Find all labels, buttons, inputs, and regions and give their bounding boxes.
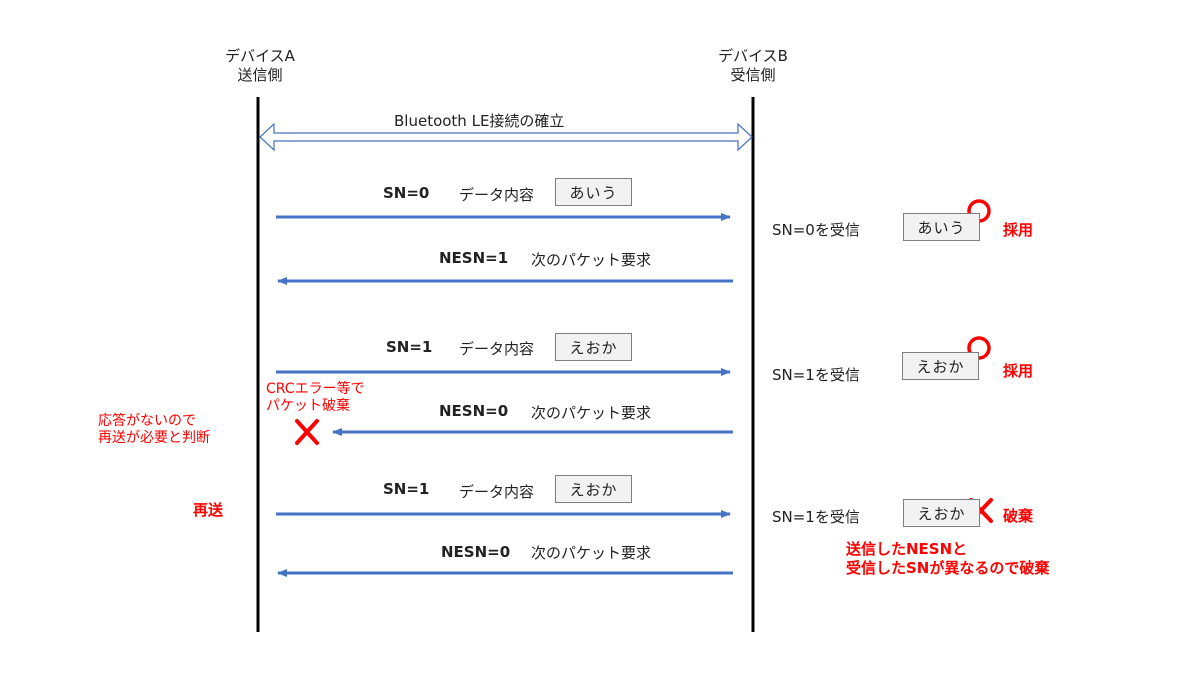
payload-box-1: あいう xyxy=(555,178,632,206)
no-response-note: 応答がないので 再送が必要と判断 xyxy=(98,413,210,447)
no-response-line-1: 応答がないので xyxy=(98,413,196,429)
received-label-3: SN=1を受信 xyxy=(772,508,860,526)
data-label-2: データ内容 xyxy=(459,340,535,358)
crc-error-line-2: パケット破棄 xyxy=(266,398,350,414)
crc-error-line-1: CRCエラー等で xyxy=(266,381,365,397)
received-payload-box-1: あいう xyxy=(903,213,980,241)
result-label-1: 採用 xyxy=(1003,221,1034,239)
crc-error-note: CRCエラー等で パケット破棄 xyxy=(266,381,365,415)
response-text-1: 次のパケット要求 xyxy=(531,251,652,269)
connection-label: Bluetooth LE接続の確立 xyxy=(394,112,565,130)
device-a-role: 送信側 xyxy=(237,66,283,84)
device-b-name: デバイスB xyxy=(718,47,788,65)
received-label-2: SN=1を受信 xyxy=(772,366,860,384)
nesn-label-2: NESN=0 xyxy=(439,402,509,420)
response-text-3: 次のパケット要求 xyxy=(531,544,652,562)
sn-label-2: SN=1 xyxy=(386,338,433,356)
sn-label-3: SN=1 xyxy=(383,480,430,498)
nesn-label-3: NESN=0 xyxy=(441,543,511,561)
device-a-name: デバイスA xyxy=(225,47,295,65)
result-label-3: 破棄 xyxy=(1003,507,1034,525)
received-label-1: SN=0を受信 xyxy=(772,221,860,239)
resend-label: 再送 xyxy=(193,501,224,519)
no-response-line-2: 再送が必要と判断 xyxy=(98,430,210,446)
discard-reason-note: 送信したNESNと 受信したSNが異なるので破棄 xyxy=(846,540,1049,578)
payload-box-2: えおか xyxy=(555,333,632,361)
data-label-1: データ内容 xyxy=(459,186,535,204)
packet-lost-cross-icon xyxy=(295,419,319,445)
device-b-role: 受信側 xyxy=(730,66,776,84)
discard-reason-line-2: 受信したSNが異なるので破棄 xyxy=(846,559,1050,577)
connection-double-arrow xyxy=(259,122,753,152)
response-text-2: 次のパケット要求 xyxy=(531,404,652,422)
received-payload-box-2: えおか xyxy=(902,352,979,380)
device-b-header: デバイスB 受信側 xyxy=(703,47,803,85)
accepted-circle-icon-2 xyxy=(967,336,991,360)
nesn-label-1: NESN=1 xyxy=(439,249,509,267)
result-label-2: 採用 xyxy=(1003,362,1034,380)
data-label-3: データ内容 xyxy=(459,483,535,501)
received-payload-box-3: えおか xyxy=(903,499,980,527)
device-a-header: デバイスA 送信側 xyxy=(210,47,310,85)
discard-reason-line-1: 送信したNESNと xyxy=(846,540,968,558)
payload-box-3: えおか xyxy=(555,475,632,503)
sn-label-1: SN=0 xyxy=(383,184,430,202)
